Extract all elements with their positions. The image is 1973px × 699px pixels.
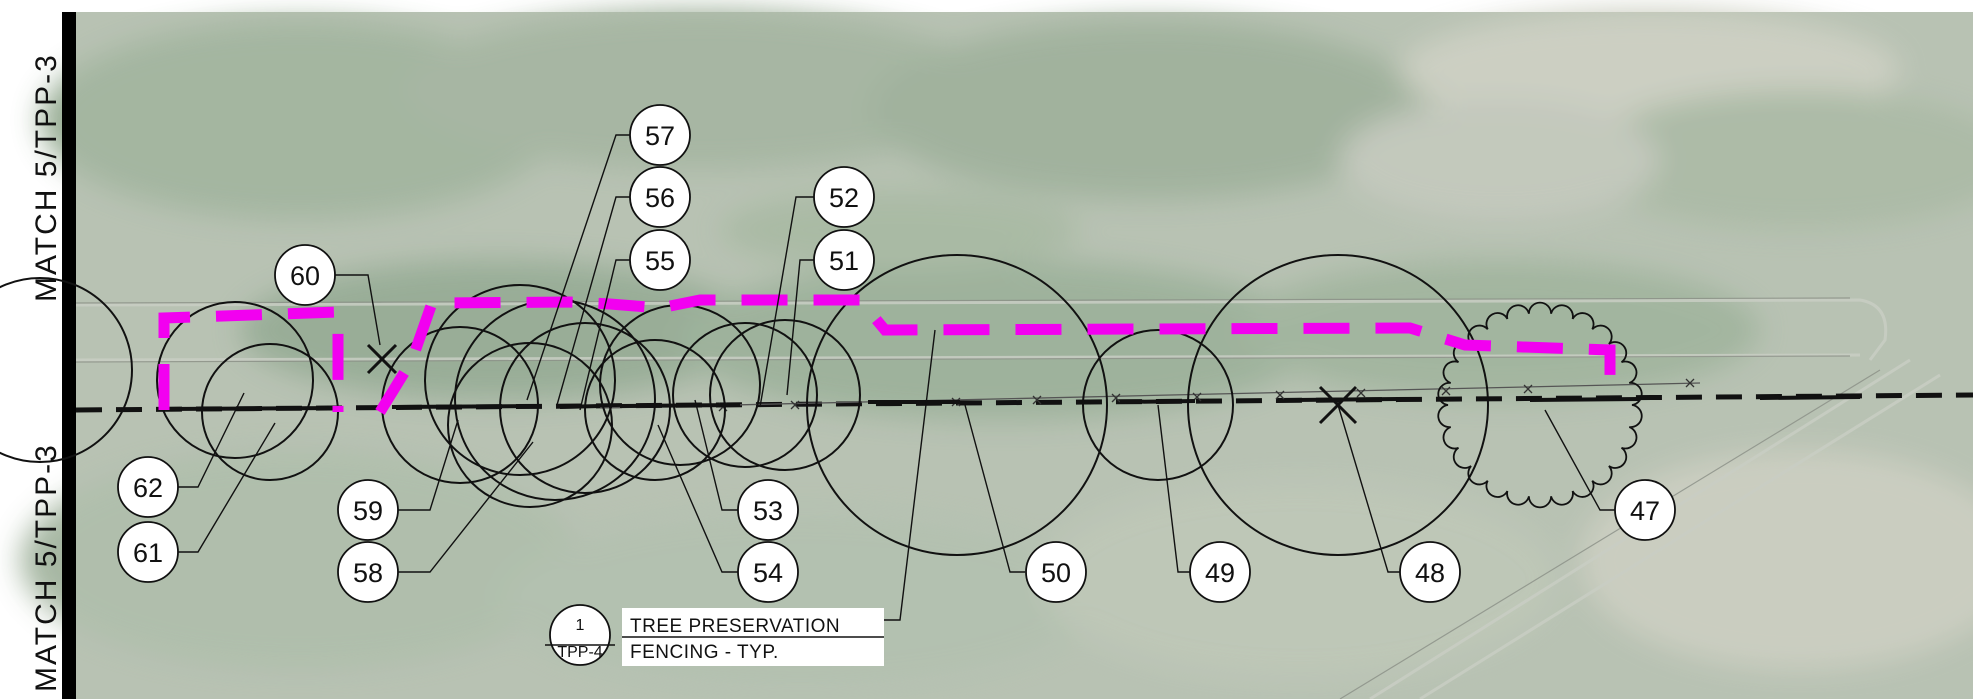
match-line-label-upper: MATCH 5/TPP-3 [30, 53, 63, 302]
tree-canopy-47 [1437, 301, 1643, 509]
tree-tag-52[interactable]: 52 [813, 166, 875, 228]
tree-tag-50[interactable]: 50 [1025, 541, 1087, 603]
tree-canopy-edge [0, 277, 133, 463]
note-line-1: TREE PRESERVATION [630, 616, 840, 637]
tree-trunks [164, 395, 1861, 411]
tree-canopy-62 [156, 301, 314, 459]
svg-text:51: 51 [829, 246, 859, 276]
tree-tag-55[interactable]: 55 [629, 229, 691, 291]
svg-text:50: 50 [1041, 558, 1071, 588]
tree-tags: 57 56 55 52 51 60 62 61 59 58 53 54 50 4… [117, 104, 1676, 603]
tree-canopy-52 [672, 322, 818, 468]
tree-tag-62[interactable]: 62 [117, 456, 179, 518]
tree-tag-54[interactable]: 54 [737, 541, 799, 603]
note-line-2: FENCING - TYP. [630, 642, 779, 663]
svg-text:62: 62 [133, 473, 163, 503]
svg-text:54: 54 [753, 558, 783, 588]
leader-lines [178, 134, 1615, 621]
detail-number: 1 [576, 617, 585, 634]
tree-tag-51[interactable]: 51 [813, 229, 875, 291]
tree-canopy-48 [1187, 254, 1489, 556]
tree-canopy-53 [584, 339, 726, 481]
tree-canopy-49 [1082, 329, 1234, 481]
svg-text:52: 52 [829, 183, 859, 213]
tree-tag-61[interactable]: 61 [117, 521, 179, 583]
svg-text:57: 57 [645, 121, 675, 151]
tree-tag-49[interactable]: 49 [1189, 541, 1251, 603]
svg-text:47: 47 [1630, 496, 1660, 526]
detail-callout[interactable]: 1 TPP-4 TREE PRESERVATION FENCING - TYP. [545, 604, 884, 666]
tree-tag-56[interactable]: 56 [629, 166, 691, 228]
tree-tag-47[interactable]: 47 [1614, 479, 1676, 541]
svg-text:56: 56 [645, 183, 675, 213]
tree-canopy-50 [806, 254, 1108, 556]
tree-tag-57[interactable]: 57 [629, 104, 691, 166]
tree-tag-53[interactable]: 53 [737, 479, 799, 541]
tree-tag-58[interactable]: 58 [337, 541, 399, 603]
detail-sheet: TPP-4 [557, 644, 602, 661]
svg-text:55: 55 [645, 246, 675, 276]
tree-tag-59[interactable]: 59 [337, 479, 399, 541]
sheet-border-bar [62, 12, 76, 699]
tree-tag-60[interactable]: 60 [274, 244, 336, 306]
svg-text:58: 58 [353, 558, 383, 588]
svg-text:49: 49 [1205, 558, 1235, 588]
detail-reference-bubble [549, 604, 611, 666]
svg-text:60: 60 [290, 261, 320, 291]
svg-text:53: 53 [753, 496, 783, 526]
tree-preservation-fence [158, 294, 1616, 415]
tree-removal-x-60 [366, 343, 398, 375]
tree-canopy-57 [424, 284, 616, 476]
svg-text:61: 61 [133, 538, 163, 568]
tree-tag-48[interactable]: 48 [1399, 541, 1461, 603]
existing-line-dashed [75, 392, 1973, 413]
svg-text:59: 59 [353, 496, 383, 526]
match-line-label-lower: MATCH 5/TPP-3 [30, 443, 63, 692]
aerial-photo-background [20, 10, 1973, 699]
tree-canopy-51 [709, 319, 861, 471]
svg-text:48: 48 [1415, 558, 1445, 588]
